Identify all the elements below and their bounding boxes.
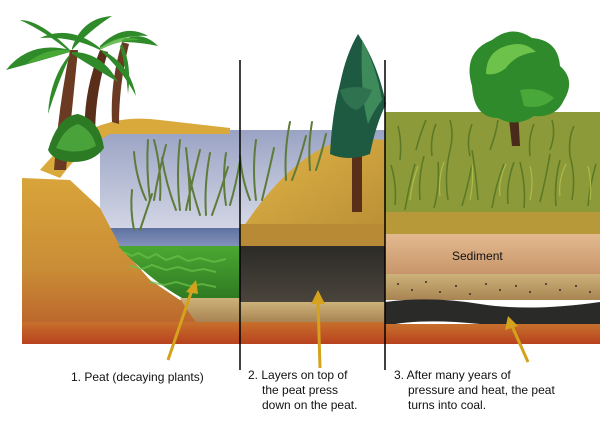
coal-seam xyxy=(385,299,600,327)
arrow-1-head xyxy=(186,280,198,294)
pine-tree xyxy=(330,34,386,212)
caption-line: pressure and heat, the peat xyxy=(408,383,555,397)
bedrock-3 xyxy=(385,324,600,344)
caption-step-3: 3. After many years of pressure and heat… xyxy=(394,368,555,413)
arrow-2-head xyxy=(311,290,325,304)
peat-texture xyxy=(123,251,227,288)
caption-line: down on the peat. xyxy=(262,398,358,412)
caption-line: 1. Peat (decaying plants) xyxy=(71,370,204,384)
caption-line: the peat press xyxy=(262,383,339,397)
caption-line: 3. After many years of xyxy=(394,368,511,382)
grass-top xyxy=(385,112,600,230)
panel-peat xyxy=(6,16,241,344)
arrow-1 xyxy=(166,289,194,361)
caption-step-1: 1. Peat (decaying plants) xyxy=(71,370,204,385)
pointer-arrows xyxy=(166,280,530,369)
arrow-2 xyxy=(316,301,322,369)
bedrock-2 xyxy=(240,322,385,344)
bedrock xyxy=(22,322,240,344)
hill xyxy=(240,138,385,232)
arrow-3 xyxy=(510,325,530,363)
water xyxy=(100,228,240,248)
grass-blades xyxy=(390,119,597,211)
sediment-layer xyxy=(385,234,600,274)
caption-line: 2. Layers on top of xyxy=(248,368,348,382)
broadleaf-tree xyxy=(469,31,570,146)
gravel-3 xyxy=(385,274,600,300)
peat-pressed xyxy=(240,246,385,302)
soil-top-2 xyxy=(240,224,385,248)
sky xyxy=(100,130,240,240)
sediment-label: Sediment xyxy=(452,249,503,263)
arrow-3-head xyxy=(505,316,518,330)
gravel-2 xyxy=(240,302,385,322)
grass-highlights xyxy=(409,161,592,201)
gravel-layer xyxy=(180,298,240,322)
caption-line: turns into coal. xyxy=(408,398,487,412)
panel-layers xyxy=(239,34,386,344)
reeds-2 xyxy=(239,121,327,201)
palm-trees xyxy=(6,16,158,170)
gravel-dots xyxy=(397,281,591,295)
grass-front xyxy=(385,212,600,236)
panel-coal xyxy=(385,31,600,344)
caption-step-2: 2. Layers on top of the peat press down … xyxy=(248,368,357,413)
